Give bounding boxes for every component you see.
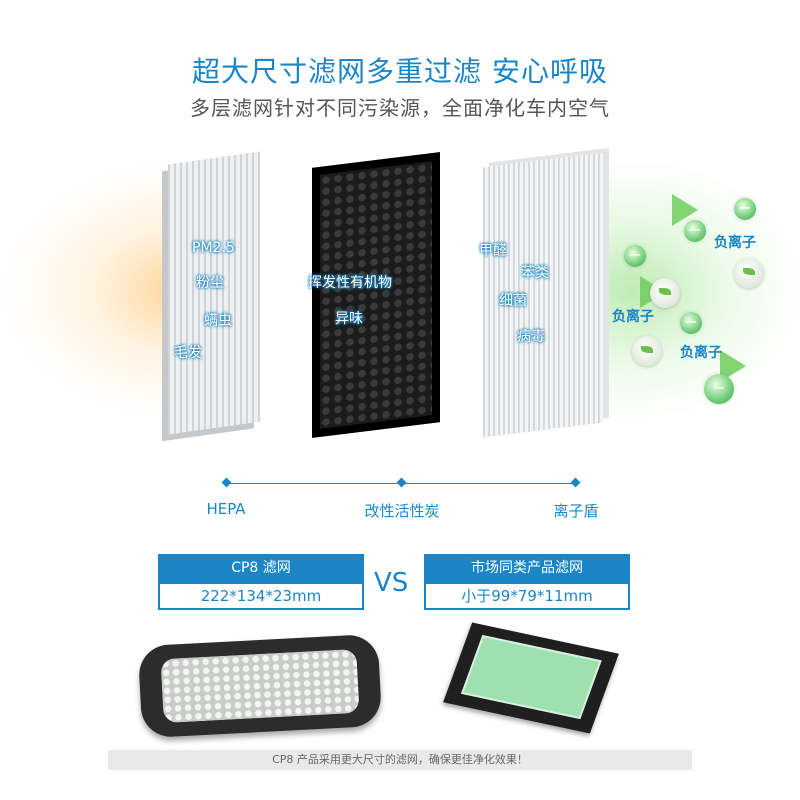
timeline-label-carbon: 改性活性炭 <box>364 502 440 520</box>
carbon-filter-panel <box>312 152 440 438</box>
market-filter-image <box>443 622 619 734</box>
minus-ion-icon: − <box>684 220 706 242</box>
minus-ion-icon: − <box>624 245 646 267</box>
output-label-anion-2: 负离子 <box>612 309 654 325</box>
ion-label-benzene: 苯类 <box>521 265 549 281</box>
ion-label-virus: 病毒 <box>517 329 545 345</box>
minus-ion-icon: − <box>704 374 734 404</box>
timeline-label-hepa: HEPA <box>206 500 246 518</box>
ion-label-formaldehyde: 甲醛 <box>479 243 507 259</box>
timeline-dot <box>570 477 581 488</box>
hepa-filter-panel <box>168 151 260 435</box>
page-subtitle: 多层滤网针对不同污染源，全面净化车内空气 <box>190 96 610 120</box>
timeline-dot <box>221 477 232 488</box>
leaf-icon <box>632 336 662 366</box>
carbon-label-odor: 异味 <box>335 311 363 327</box>
minus-ion-icon: − <box>680 312 702 334</box>
hepa-label-mites: 螨虫 <box>204 313 232 329</box>
hepa-label-dust: 粉尘 <box>196 275 224 291</box>
carbon-label-voc: 挥发性有机物 <box>308 275 392 291</box>
hepa-label-pm25: PM2.5 <box>192 240 235 256</box>
leaf-icon <box>734 258 764 288</box>
cp8-filter-title: CP8 滤网 <box>158 554 364 582</box>
cp8-filter-size: 222*134*23mm <box>158 582 364 610</box>
timeline-dot <box>396 477 407 488</box>
timeline-label-ion: 离子盾 <box>553 502 599 520</box>
minus-ion-icon: − <box>734 198 756 220</box>
ion-label-bacteria: 细菌 <box>499 293 527 309</box>
leaf-icon <box>650 278 680 308</box>
market-filter-size: 小于99*79*11mm <box>424 582 630 610</box>
output-label-anion-1: 负离子 <box>714 235 756 251</box>
market-filter-title: 市场同类产品滤网 <box>424 554 630 582</box>
footer-note: CP8 产品采用更大尺寸的滤网，确保更佳净化效果！ <box>108 750 692 770</box>
vs-label: VS <box>374 568 409 598</box>
hepa-label-hair: 毛发 <box>174 345 202 361</box>
page-title: 超大尺寸滤网多重过滤 安心呼吸 <box>192 55 608 88</box>
cp8-filter-image <box>137 633 383 739</box>
output-label-anion-3: 负离子 <box>680 345 722 361</box>
